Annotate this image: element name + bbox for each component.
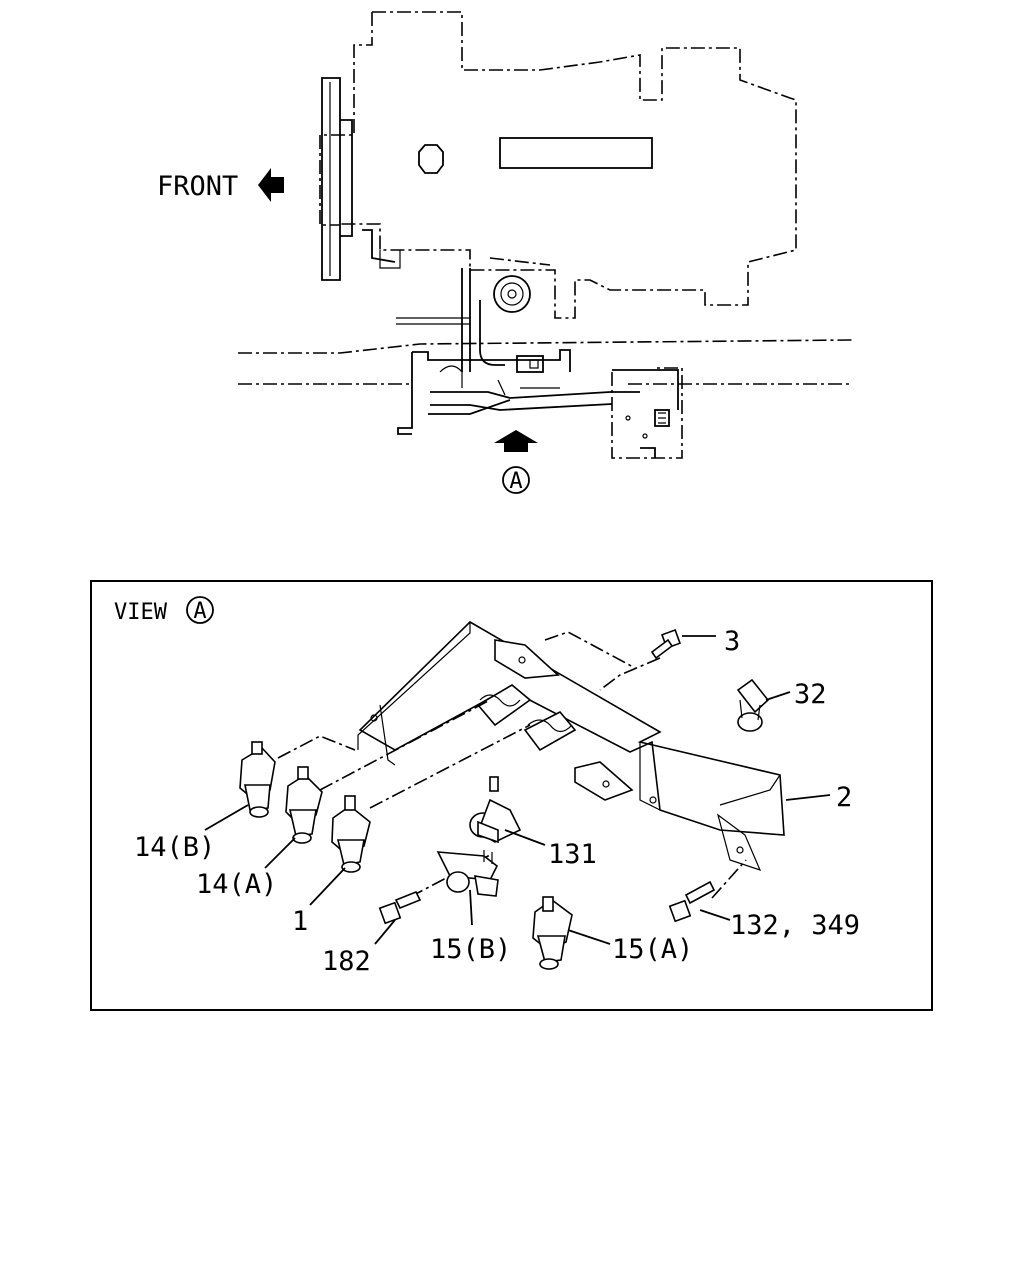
callout-131: 131 — [548, 839, 597, 870]
callout-14a: 14(A) — [196, 869, 277, 900]
callout-14b: 14(B) — [134, 832, 215, 863]
clip-32 — [736, 678, 770, 732]
callout-1: 1 — [292, 906, 308, 937]
bolt-3 — [650, 629, 681, 660]
callout-182: 182 — [322, 946, 371, 977]
view-a-title: VIEW — [114, 600, 168, 625]
callout-32: 32 — [794, 679, 827, 710]
view-a-marker — [502, 466, 530, 494]
bolt-182 — [378, 890, 422, 925]
front-label: FRONT — [157, 171, 238, 202]
solenoid-valve-1 — [331, 795, 371, 873]
view-a-title-marker — [186, 596, 214, 624]
view-a-arrow-icon — [494, 430, 538, 452]
solenoid-valve-15a — [532, 896, 573, 970]
solenoid-valve-14b — [239, 741, 276, 818]
callout-15b: 15(B) — [430, 934, 511, 965]
solenoid-valve-14a — [285, 766, 323, 844]
view-a-marker-letter: A — [509, 469, 522, 494]
engine-overview — [238, 11, 853, 459]
callout-2: 2 — [836, 782, 852, 813]
callout-3: 3 — [724, 626, 740, 657]
bracket-part — [357, 621, 785, 871]
callout-15a: 15(A) — [612, 934, 693, 965]
bolt-132-349 — [668, 880, 716, 923]
view-a-frame — [90, 580, 933, 1011]
solenoid-valve-15b — [436, 850, 499, 897]
callout-132-349: 132, 349 — [730, 910, 860, 941]
front-arrow-icon — [258, 168, 284, 202]
view-a-title-letter: A — [193, 599, 206, 624]
